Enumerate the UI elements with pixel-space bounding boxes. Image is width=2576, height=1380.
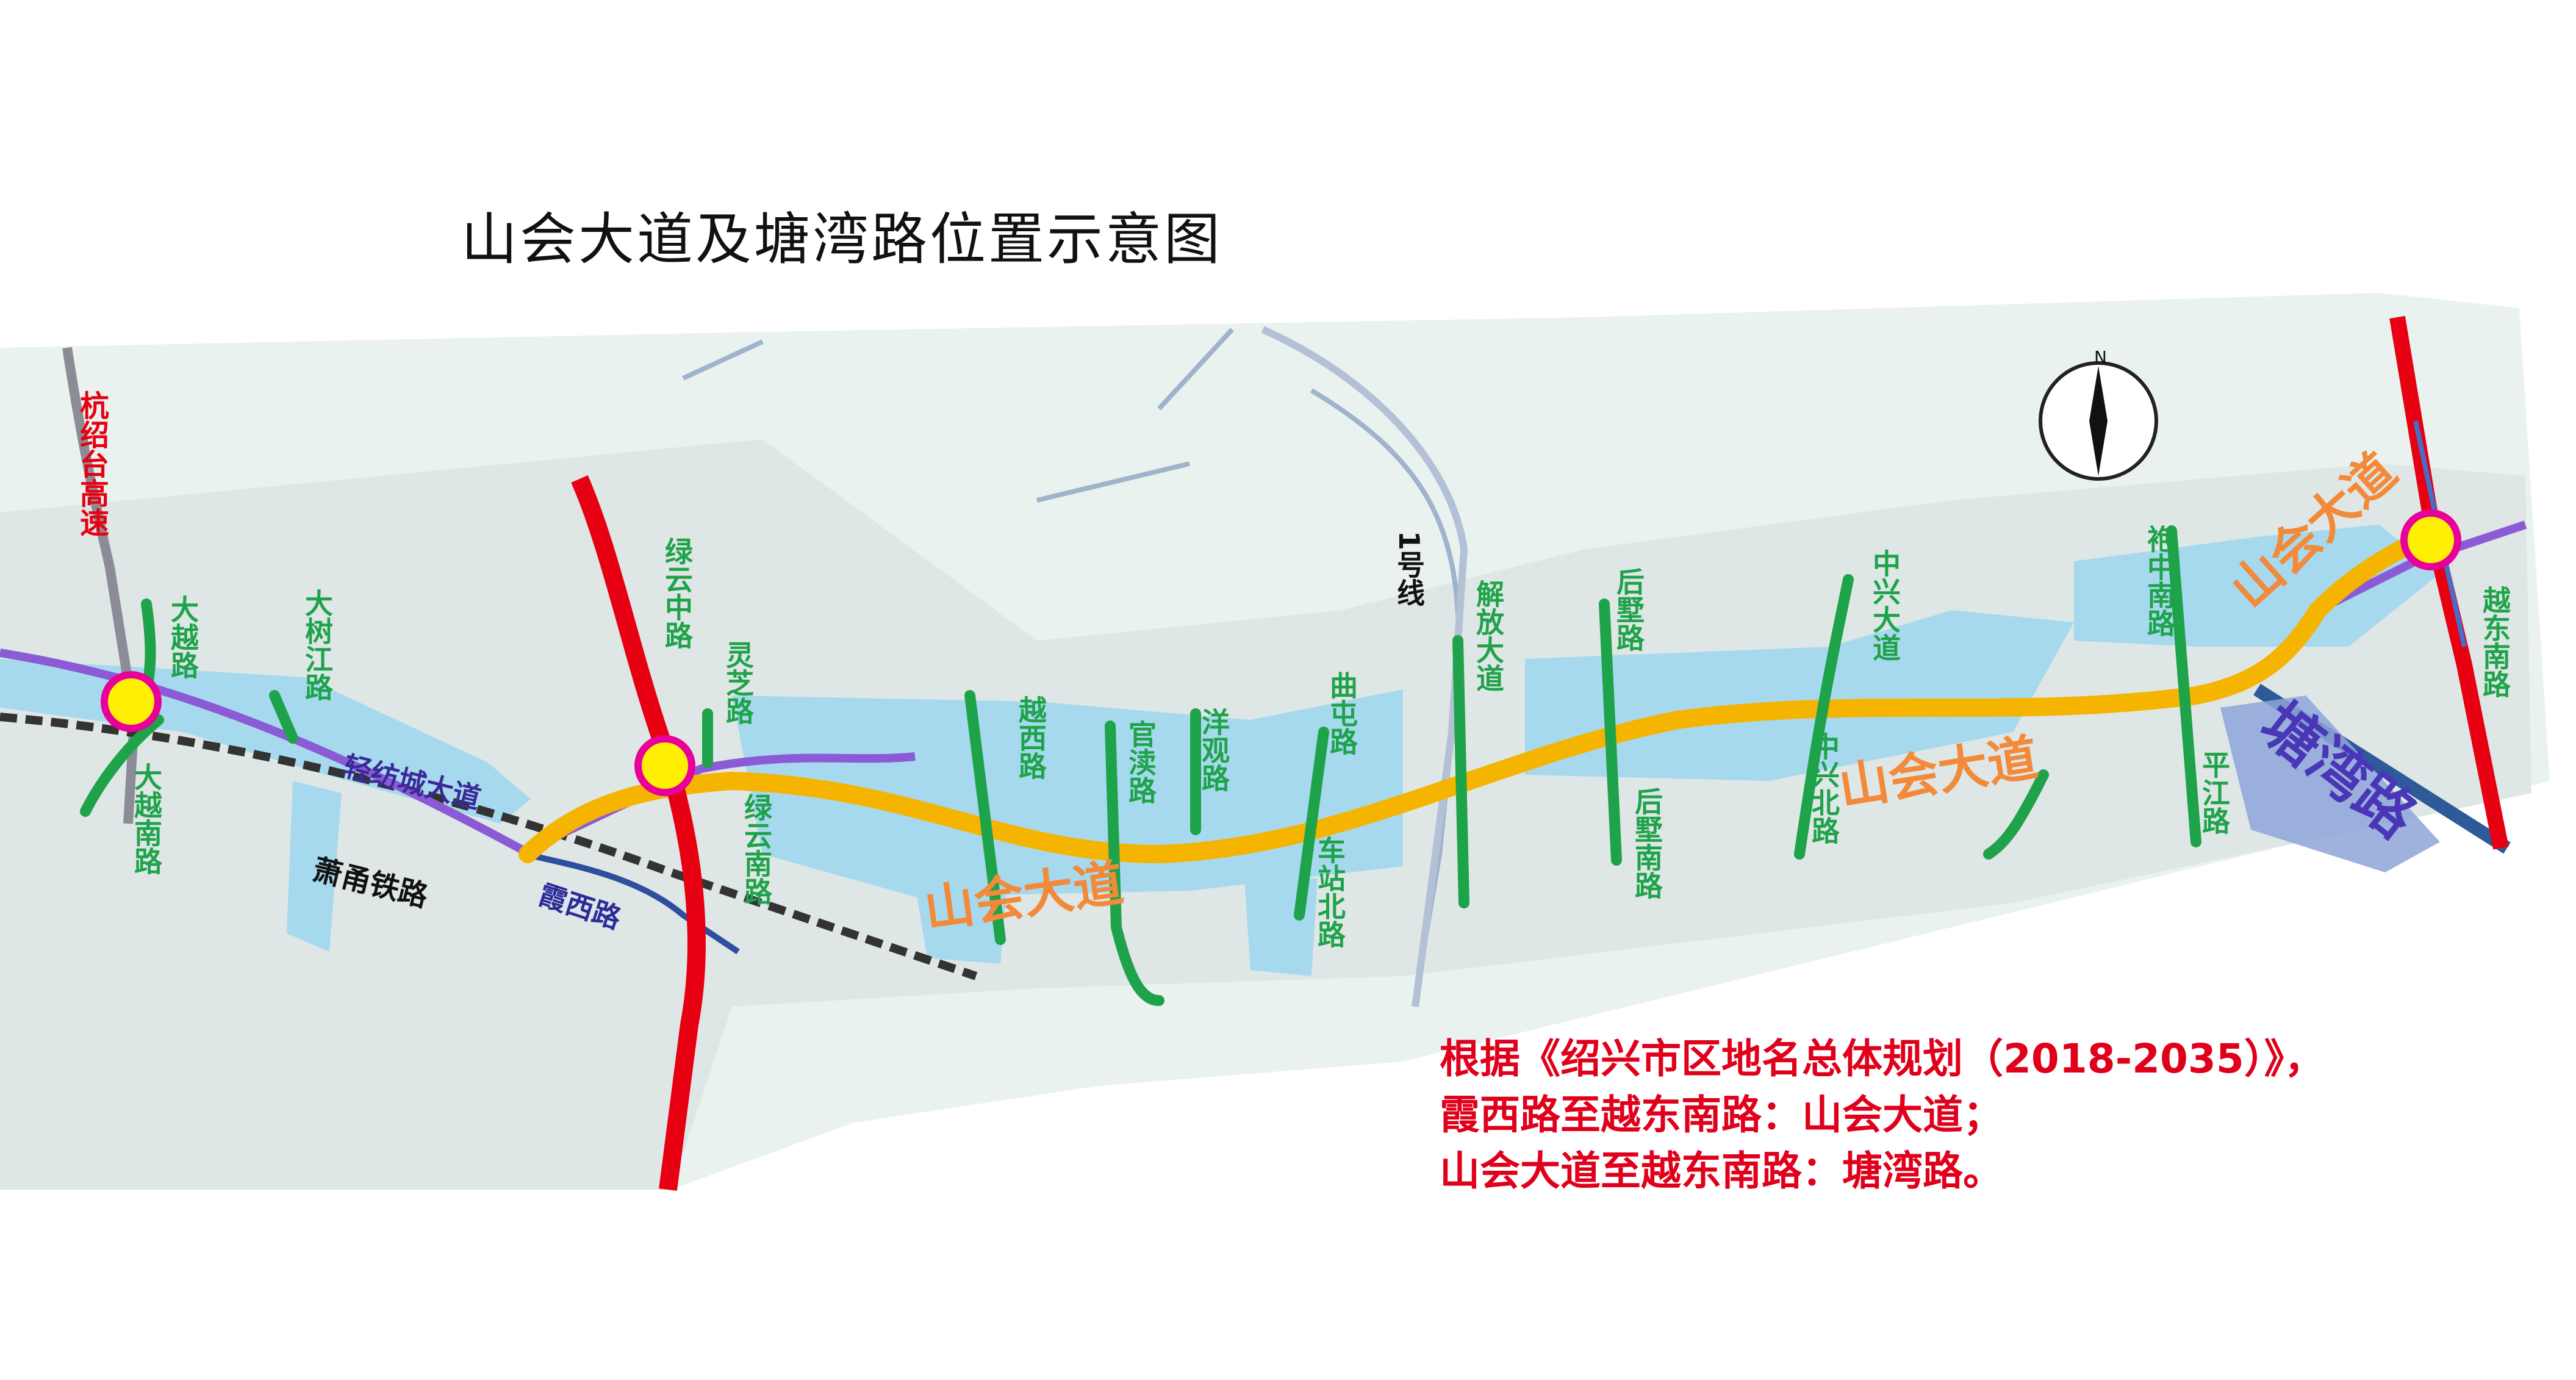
cross-road-dayue: 大越路 bbox=[167, 595, 199, 679]
cross-road-pingjiang: 平江路 bbox=[2198, 750, 2231, 835]
cross-road-jiefang: 解放大道 bbox=[1472, 580, 1505, 692]
cross-road-lingzhi: 灵芝路 bbox=[722, 641, 755, 725]
expressway-hangshaotai bbox=[62, 347, 140, 824]
planning-note: 根据《绍兴市区地名总体规划（2018-2035）》， 霞西路至越东南路：山会大道… bbox=[1440, 1031, 2325, 1199]
cross-road-lvyun-south: 绿云南路 bbox=[740, 793, 773, 905]
svg-text:N: N bbox=[2094, 347, 2107, 367]
cross-road-yangguan: 洋观路 bbox=[1197, 708, 1230, 792]
metro-line-label: 1号线 bbox=[1393, 531, 1426, 606]
interchange-icon bbox=[101, 509, 2461, 796]
note-line-3: 山会大道至越东南路：塘湾路。 bbox=[1440, 1148, 2003, 1195]
cross-road-dayue-south: 大越南路 bbox=[130, 763, 163, 875]
metro-line-1 bbox=[1261, 326, 1468, 1007]
map-title: 山会大道及塘湾路位置示意图 bbox=[461, 207, 1222, 272]
north-arrow-icon: N bbox=[2039, 347, 2158, 481]
note-line-1: 根据《绍兴市区地名总体规划（2018-2035）》， bbox=[1440, 1035, 2325, 1082]
xiaoyong-railway bbox=[0, 713, 978, 980]
cross-road-chezhan-north: 车站北路 bbox=[1313, 836, 1346, 948]
xiaxi-road bbox=[523, 851, 740, 955]
cross-road-dashujiang: 大树江路 bbox=[301, 589, 334, 701]
shanhui-avenue-route bbox=[518, 528, 2437, 864]
cross-road-zhongxing: 中兴大道 bbox=[1868, 549, 1901, 661]
tangwan-road-highlight bbox=[2220, 695, 2440, 872]
cross-road-paozhong-south: 袍中南路 bbox=[2143, 525, 2176, 637]
cross-road-yuexi: 越西路 bbox=[1014, 695, 1047, 780]
cross-road-zhongxing-north: 中兴北路 bbox=[1807, 732, 1840, 844]
cross-road-lvyun-mid: 绿云中路 bbox=[661, 537, 694, 649]
cross-road-qutun: 曲屯路 bbox=[1326, 671, 1358, 755]
cross-road-houshu-south: 后墅南路 bbox=[1631, 787, 1663, 899]
cross-road-guandu: 官渎路 bbox=[1124, 720, 1157, 804]
note-line-2: 霞西路至越东南路：山会大道； bbox=[1440, 1091, 2003, 1138]
expressway-label: 杭绍台高速 bbox=[74, 390, 109, 537]
cross-road-houshu: 后墅路 bbox=[1612, 567, 1645, 652]
cross-road-yuedong-south: 越东南路 bbox=[2478, 586, 2511, 698]
